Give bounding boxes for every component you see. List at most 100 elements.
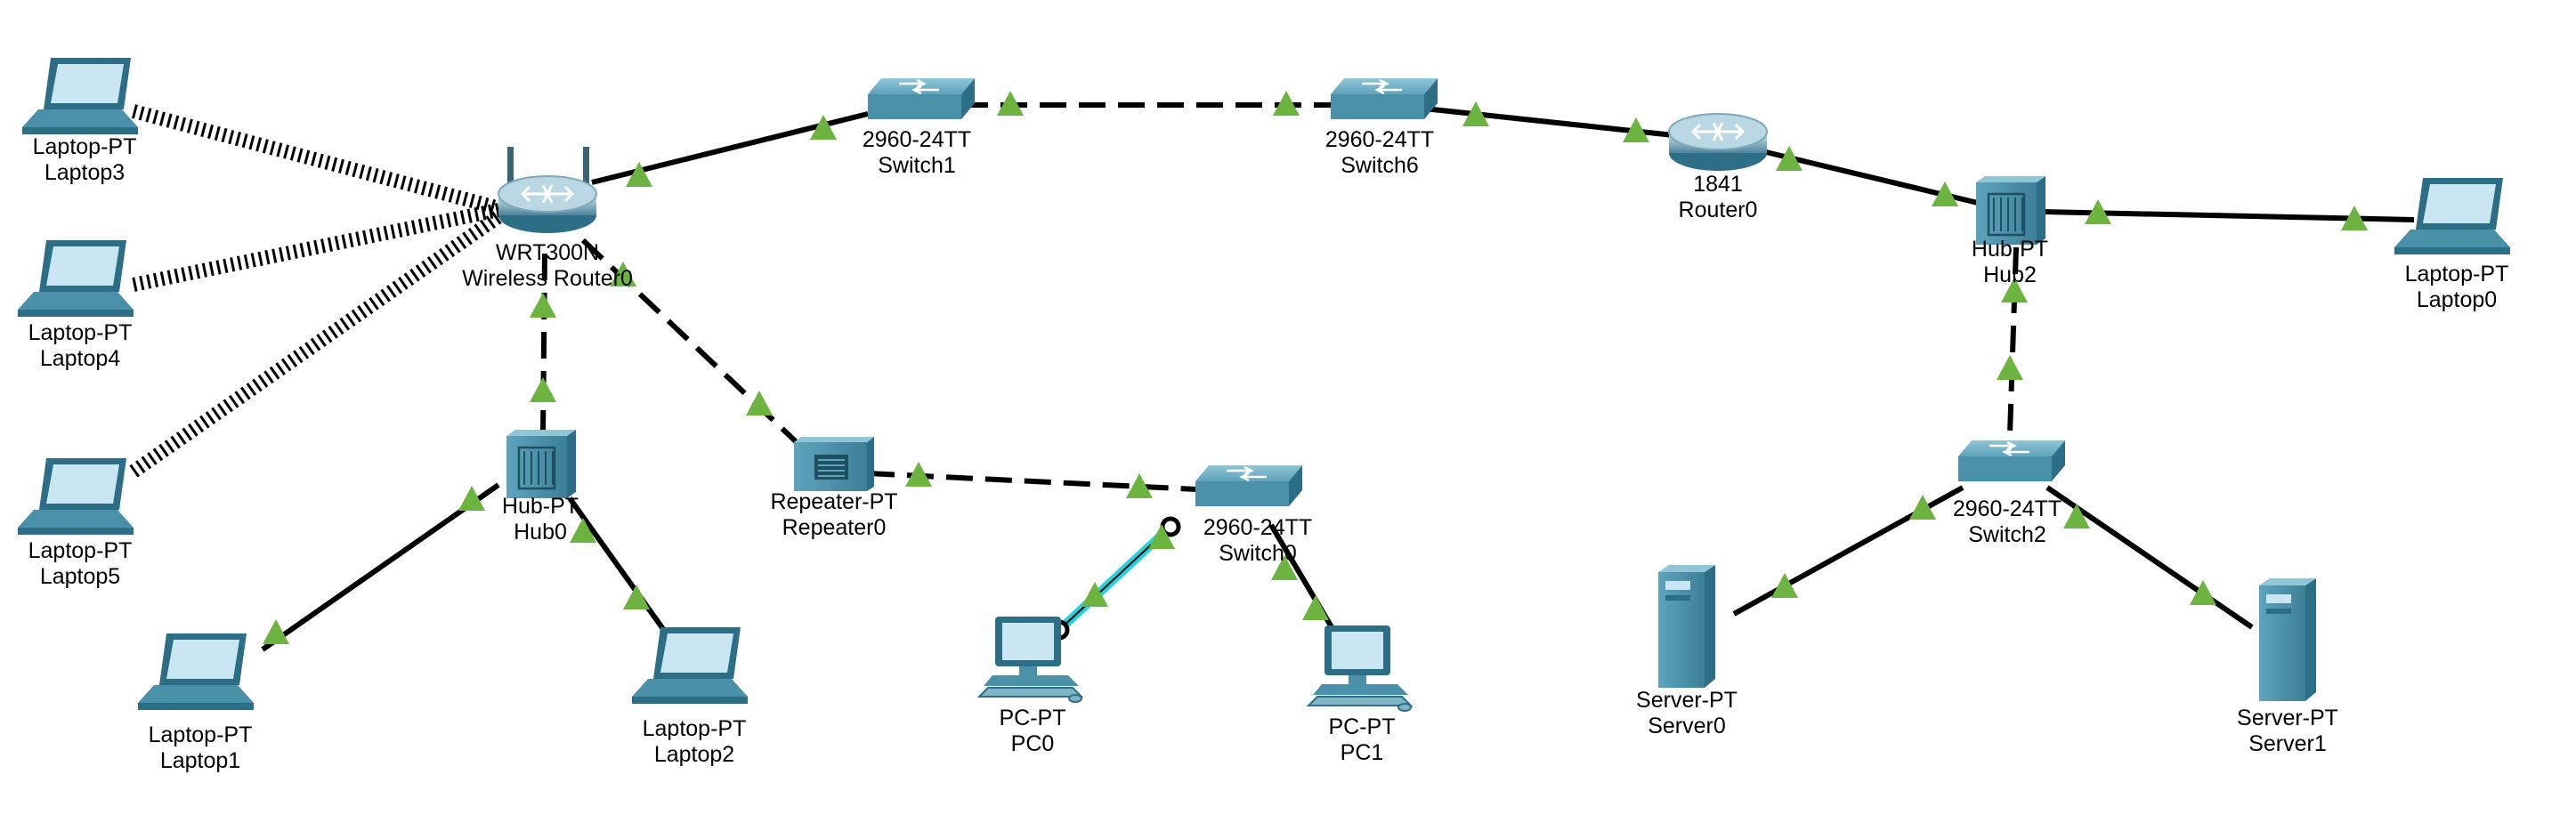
- link-up-indicator-icon: [746, 391, 773, 416]
- link-hub0-laptop1[interactable]: [261, 482, 500, 652]
- straight-through-cable[interactable]: [2045, 485, 2254, 630]
- device-model-label: Server-PT: [2237, 706, 2338, 730]
- laptop-icon[interactable]: [2394, 178, 2510, 254]
- laptop-icon[interactable]: [18, 458, 134, 535]
- pc-icon[interactable]: [976, 617, 1084, 703]
- laptop-icon[interactable]: [138, 633, 254, 710]
- device-name-label: Repeater0: [782, 515, 887, 540]
- device-name-label: PC1: [1341, 740, 1384, 765]
- crossover-cable[interactable]: [540, 253, 547, 435]
- server-icon[interactable]: [2259, 578, 2316, 701]
- link-laptop3-wrouter0[interactable]: [131, 104, 506, 216]
- switch-icon[interactable]: [1331, 78, 1438, 119]
- link-up-indicator-icon: [458, 486, 485, 511]
- laptop-icon[interactable]: [22, 58, 138, 134]
- device-name-label: Hub0: [514, 520, 567, 545]
- switch-icon[interactable]: [1958, 440, 2065, 481]
- link-up-indicator-icon: [263, 619, 289, 644]
- wireless-connection[interactable]: [131, 104, 506, 216]
- link-up-indicator-icon: [1909, 495, 1936, 520]
- laptop-icon[interactable]: [632, 627, 748, 704]
- links-layer: [129, 102, 2415, 652]
- device-model-label: WRT300N: [496, 240, 599, 265]
- link-up-indicator-icon: [2085, 199, 2111, 224]
- switch-icon[interactable]: [868, 78, 975, 119]
- device-name-label: PC0: [1011, 731, 1055, 756]
- device-model-label: PC-PT: [1000, 706, 1066, 730]
- server-icon[interactable]: [1658, 565, 1715, 688]
- repeater-icon[interactable]: [794, 437, 874, 491]
- device-model-label: Laptop-PT: [2405, 262, 2509, 286]
- device-model-label: 2960-24TT: [1325, 127, 1434, 152]
- device-name-label: Laptop3: [45, 160, 125, 185]
- link-laptop4-wrouter0[interactable]: [132, 202, 505, 292]
- device-name-label: Laptop0: [2417, 287, 2497, 312]
- pc-icon[interactable]: [1306, 625, 1414, 712]
- device-model-label: PC-PT: [1329, 714, 1396, 739]
- device-name-label: Switch6: [1341, 153, 1419, 178]
- switch-icon[interactable]: [1195, 465, 1302, 506]
- link-up-indicator-icon: [2190, 580, 2216, 605]
- link-up-indicator-icon: [905, 462, 932, 487]
- device-model-label: Hub-PT: [1972, 237, 2048, 262]
- device-model-label: 2960-24TT: [1203, 515, 1312, 540]
- link-up-indicator-icon: [1771, 573, 1798, 598]
- straight-through-cable[interactable]: [261, 482, 500, 652]
- device-model-label: 2960-24TT: [1953, 496, 2062, 521]
- device-model-label: Laptop-PT: [149, 722, 253, 747]
- link-hub0-laptop2[interactable]: [567, 496, 679, 649]
- device-model-label: Laptop-PT: [33, 134, 137, 159]
- device-name-label: Server0: [1648, 714, 1726, 738]
- link-up-indicator-icon: [2001, 278, 2028, 303]
- straight-through-cable[interactable]: [567, 496, 679, 649]
- crossover-cable[interactable]: [2007, 246, 2019, 435]
- straight-through-cable[interactable]: [1268, 523, 1342, 642]
- link-hub2-switch2[interactable]: [2007, 246, 2019, 435]
- link-up-indicator-icon: [1932, 182, 1958, 206]
- device-name-label: Laptop2: [654, 742, 734, 767]
- link-up-indicator-icon: [1271, 555, 1298, 580]
- router-icon[interactable]: [1668, 113, 1768, 171]
- device-name-label: Router0: [1679, 198, 1758, 222]
- device-name-label: Switch2: [1968, 522, 2046, 547]
- link-switch0-pc1[interactable]: [1268, 523, 1342, 642]
- link-up-indicator-icon: [530, 293, 556, 318]
- link-switch2-server1[interactable]: [2045, 485, 2254, 630]
- device-name-label: Switch0: [1219, 541, 1297, 566]
- hub-icon[interactable]: [1976, 176, 2045, 245]
- hub-icon[interactable]: [506, 430, 576, 498]
- link-up-indicator-icon: [1081, 582, 1108, 607]
- device-name-label: Hub2: [1983, 262, 2037, 287]
- link-up-indicator-icon: [1776, 146, 1802, 171]
- wireless-connection[interactable]: [132, 202, 505, 292]
- laptop-icon[interactable]: [18, 240, 134, 317]
- link-up-indicator-icon: [1997, 355, 2023, 380]
- device-model-label: Laptop-PT: [28, 538, 133, 563]
- link-status-markers: [263, 91, 2368, 644]
- link-wrouter0-hub0[interactable]: [540, 253, 547, 435]
- link-up-indicator-icon: [810, 115, 837, 140]
- wireless-router-icon[interactable]: [498, 147, 597, 233]
- device-model-label: Laptop-PT: [28, 320, 133, 345]
- device-model-label: 1841: [1693, 172, 1743, 197]
- link-up-indicator-icon: [610, 262, 636, 286]
